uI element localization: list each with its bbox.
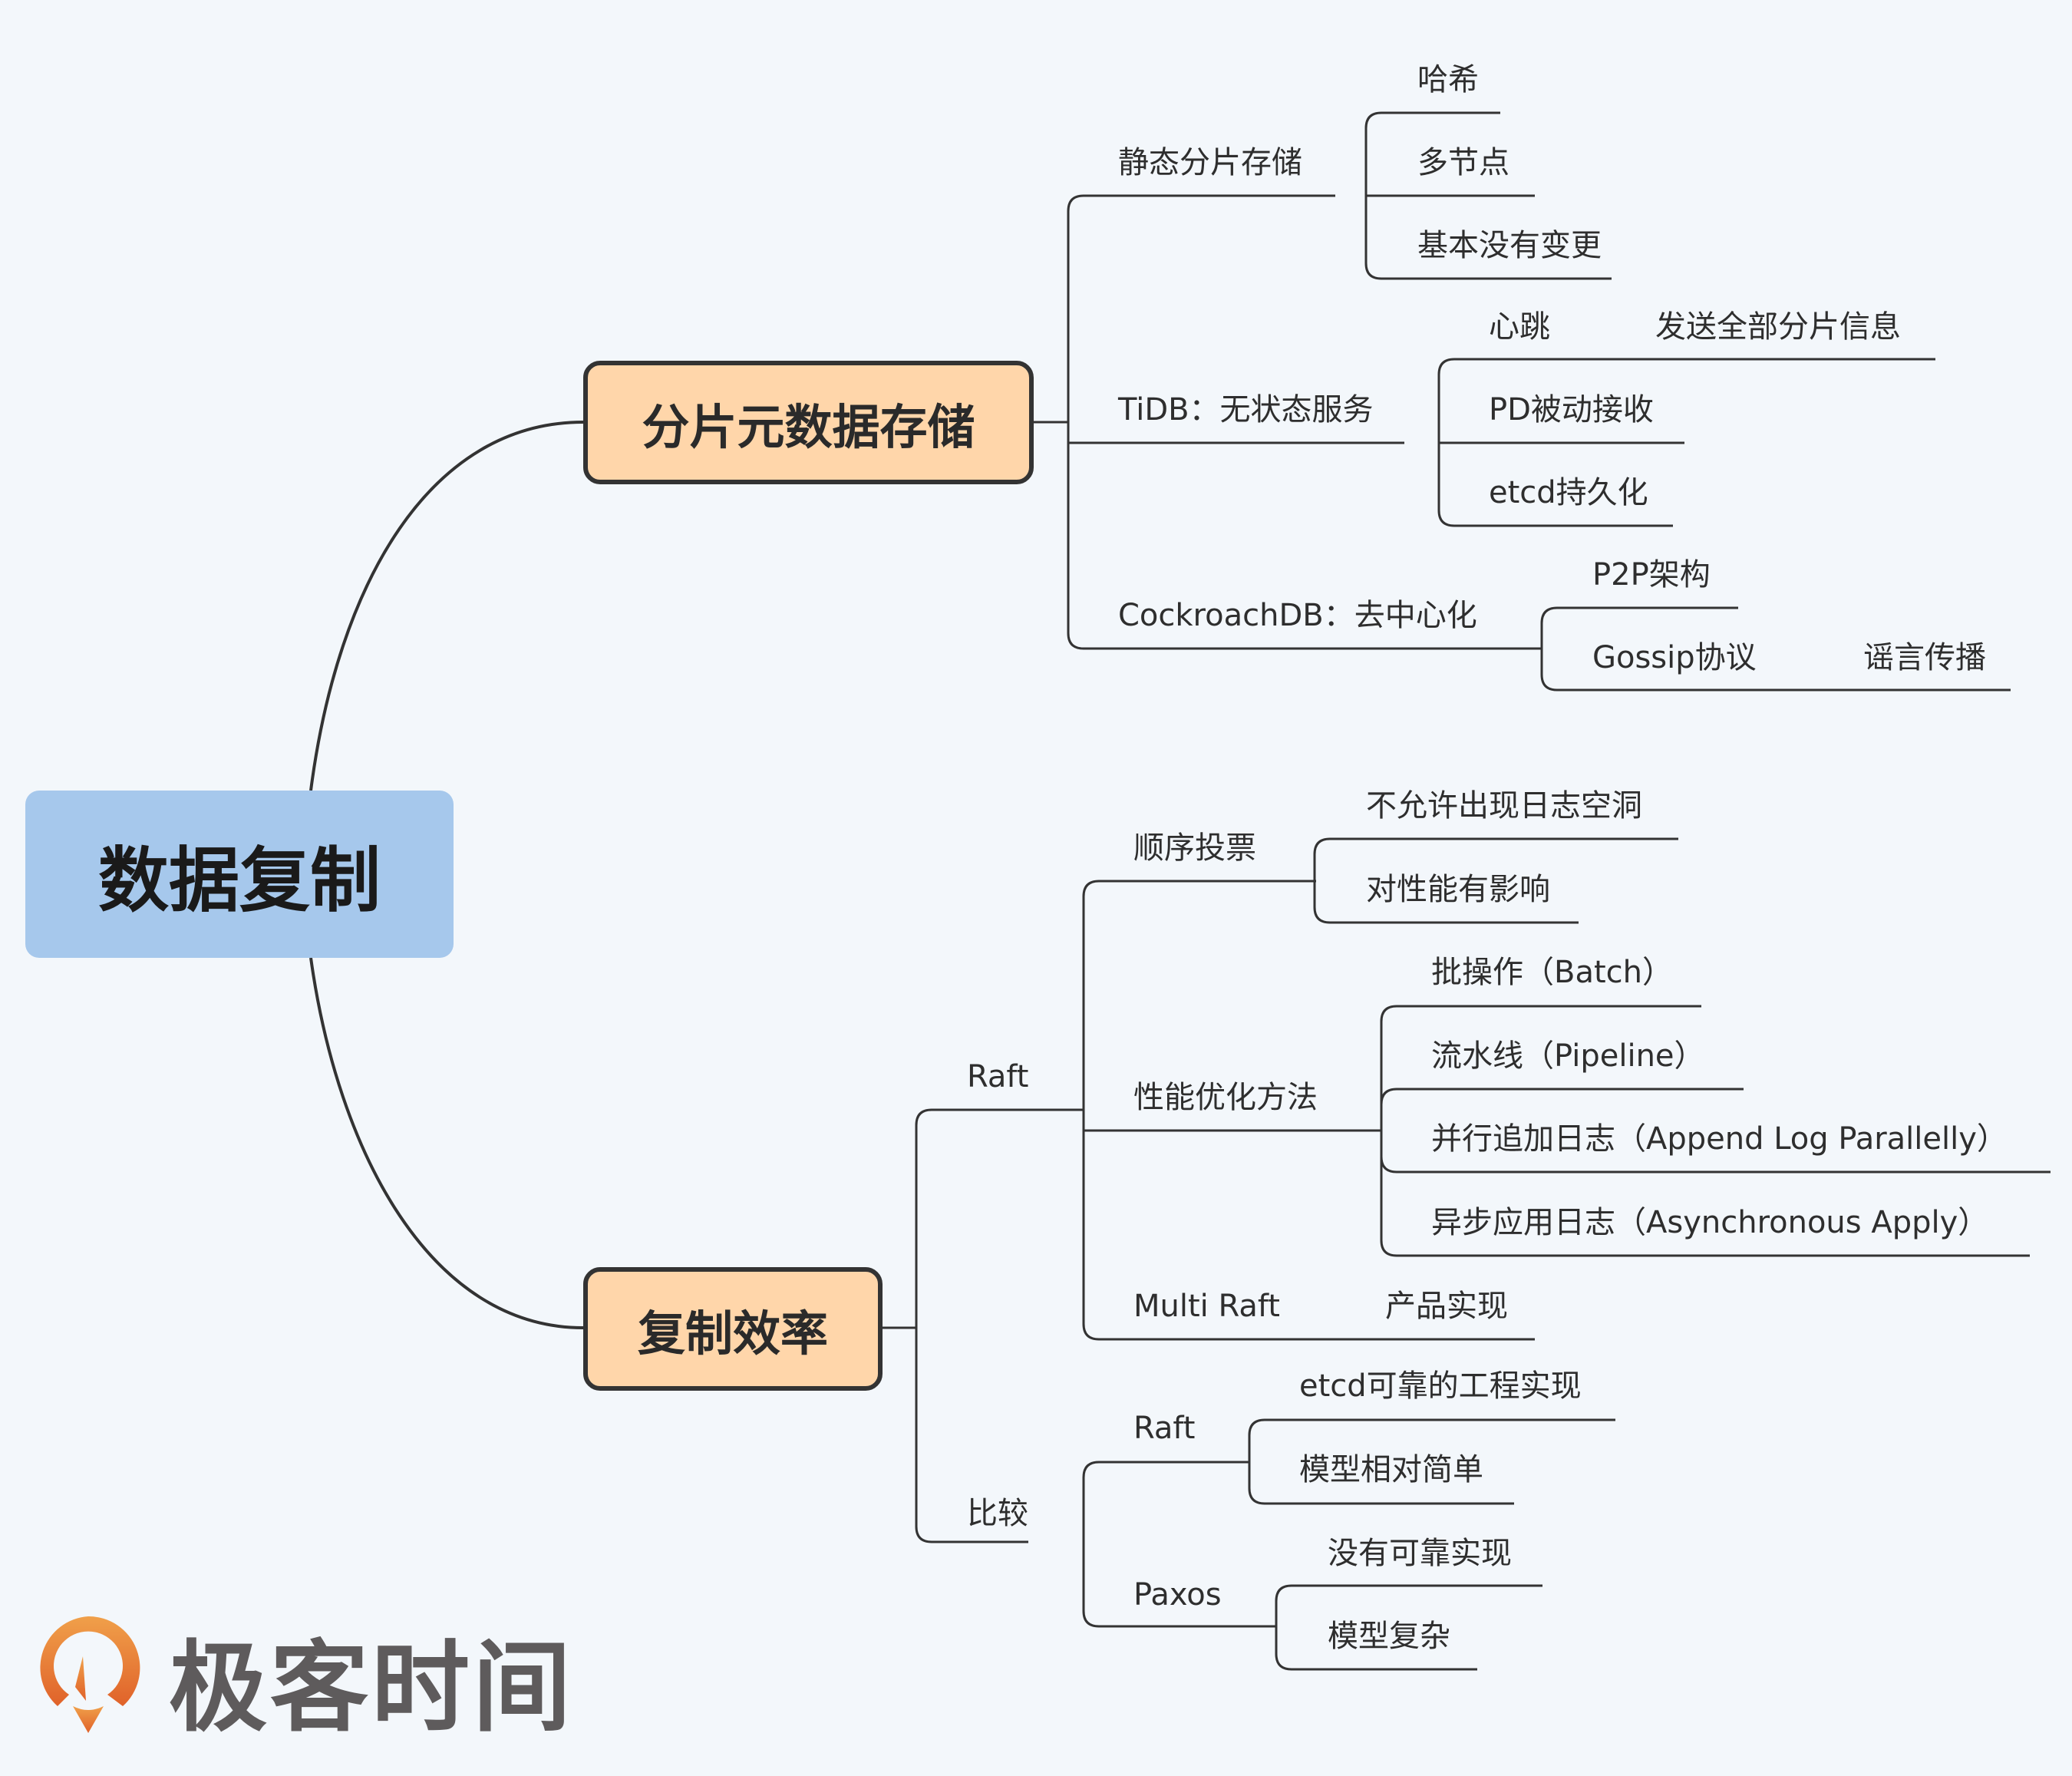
- topic-model-complex[interactable]: 模型复杂: [1328, 1619, 1450, 1654]
- topic-static-shard-storage[interactable]: 静态分片存储: [1118, 145, 1302, 180]
- topic-model-simple[interactable]: 模型相对简单: [1299, 1452, 1483, 1487]
- topic-cockroachdb[interactable]: CockroachDB：去中心化: [1118, 598, 1477, 633]
- topic-multi-node[interactable]: 多节点: [1417, 145, 1509, 180]
- topic-etcd-reliable[interactable]: etcd可靠的工程实现: [1299, 1368, 1582, 1404]
- topic-comparison[interactable]: 比较: [967, 1496, 1028, 1531]
- topic-pd-passive-receive[interactable]: PD被动接收: [1489, 392, 1654, 427]
- topic-heartbeat[interactable]: 心跳: [1489, 309, 1550, 345]
- topic-performance-impact[interactable]: 对性能有影响: [1366, 872, 1550, 907]
- branch-replication-efficiency[interactable]: 复制效率: [583, 1267, 883, 1391]
- topic-hash[interactable]: 哈希: [1417, 62, 1479, 97]
- topic-rumor-spreading[interactable]: 谣言传播: [1863, 640, 1986, 675]
- topic-no-reliable-impl[interactable]: 没有可靠实现: [1328, 1536, 1512, 1571]
- branch-label: 复制效率: [637, 1305, 828, 1362]
- topic-tidb[interactable]: TiDB：无状态服务: [1118, 392, 1374, 427]
- topic-pipeline[interactable]: 流水线（Pipeline）: [1431, 1038, 1705, 1074]
- topic-multi-raft[interactable]: Multi Raft: [1133, 1289, 1280, 1324]
- topic-async-apply[interactable]: 异步应用日志（Asynchronous Apply）: [1431, 1205, 1989, 1240]
- topic-p2p[interactable]: P2P架构: [1592, 557, 1711, 593]
- topic-compare-raft[interactable]: Raft: [1133, 1411, 1196, 1446]
- topic-no-change[interactable]: 基本没有变更: [1417, 228, 1602, 263]
- branch-metadata-storage[interactable]: 分片元数据存储: [583, 361, 1034, 484]
- topic-gossip[interactable]: Gossip协议: [1592, 640, 1757, 675]
- root-topic-label: 数据复制: [97, 839, 381, 922]
- topic-append-log-parallel[interactable]: 并行追加日志（Append Log Parallelly）: [1431, 1121, 2008, 1157]
- topic-send-all-shard-info[interactable]: 发送全部分片信息: [1655, 309, 1901, 345]
- geektime-logo: 极客时间: [31, 1608, 574, 1750]
- topic-performance-optimization[interactable]: 性能优化方法: [1133, 1080, 1318, 1115]
- topic-etcd-persistence[interactable]: etcd持久化: [1489, 475, 1648, 510]
- connector-root-branch2: [309, 957, 584, 1329]
- topic-paxos[interactable]: Paxos: [1133, 1577, 1222, 1613]
- geektime-logo-icon: [40, 1616, 140, 1733]
- topic-no-log-holes[interactable]: 不允许出现日志空洞: [1366, 788, 1642, 824]
- topic-batch[interactable]: 批操作（Batch）: [1431, 955, 1673, 990]
- logo-text: 极客时间: [169, 1631, 575, 1745]
- connector-root-branch1: [309, 421, 584, 791]
- root-topic[interactable]: 数据复制: [25, 791, 454, 958]
- topic-raft[interactable]: Raft: [967, 1059, 1029, 1094]
- topic-sequential-voting[interactable]: 顺序投票: [1133, 830, 1256, 866]
- branch-label: 分片元数据存储: [642, 398, 975, 455]
- topic-product-implementation[interactable]: 产品实现: [1385, 1289, 1508, 1324]
